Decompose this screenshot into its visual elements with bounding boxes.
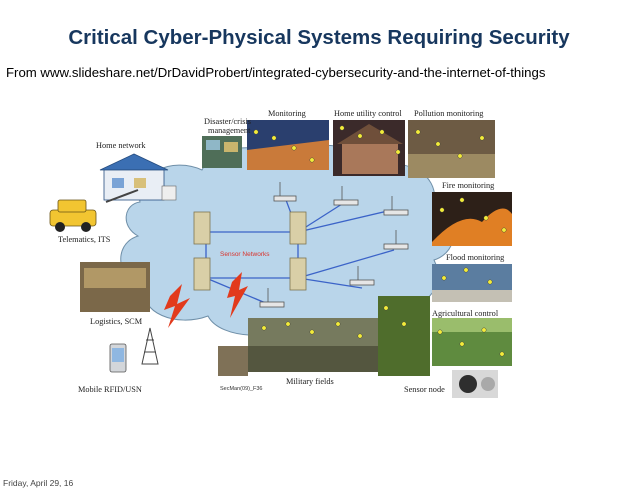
source-citation: From www.slideshare.net/DrDavidProbert/i…: [6, 65, 546, 80]
label-sensor-node: Sensor node: [404, 385, 445, 394]
label-home-utility: Home utility control: [334, 109, 402, 118]
photo-tiles: [80, 120, 512, 398]
slide-title: Critical Cyber-Physical Systems Requirin…: [68, 26, 570, 49]
footer-date: Friday, April 29, 16: [3, 478, 74, 488]
access-point-icons: [259, 182, 409, 308]
label-disaster-1: Disaster/crisis: [204, 117, 251, 126]
label-disaster-2: management: [208, 126, 251, 135]
label-pollution: Pollution monitoring: [414, 109, 483, 118]
home-network-icon: [99, 153, 177, 201]
taxi-icon: [49, 189, 139, 232]
cyber-physical-systems-diagram: Sensor Networks: [42, 92, 515, 409]
label-flood: Flood monitoring: [446, 253, 504, 262]
label-mobile-rfid: Mobile RFID/USN: [78, 385, 142, 394]
label-military: Military fields: [286, 377, 334, 386]
label-logistics: Logistics, SCM: [90, 317, 143, 326]
label-monitoring: Monitoring: [268, 109, 306, 118]
label-telematics: Telematics, ITS: [58, 235, 111, 244]
lightning-icons: [164, 272, 248, 328]
label-fire: Fire monitoring: [442, 181, 494, 190]
label-home-network: Home network: [96, 141, 146, 150]
sensor-node-dots: [253, 125, 507, 357]
diagram-labels: Disaster/crisis management Monitoring Ho…: [58, 109, 504, 394]
figure-id: SecMan(09)_F36: [220, 386, 263, 392]
mobile-phone-icon: [109, 343, 127, 373]
military-photo-2: [218, 346, 248, 376]
label-agricultural: Agricultural control: [432, 309, 499, 318]
cell-tower-icon: [141, 327, 159, 365]
sensor-networks-label: Sensor Networks: [220, 251, 270, 258]
gateway-servers: [193, 211, 307, 291]
